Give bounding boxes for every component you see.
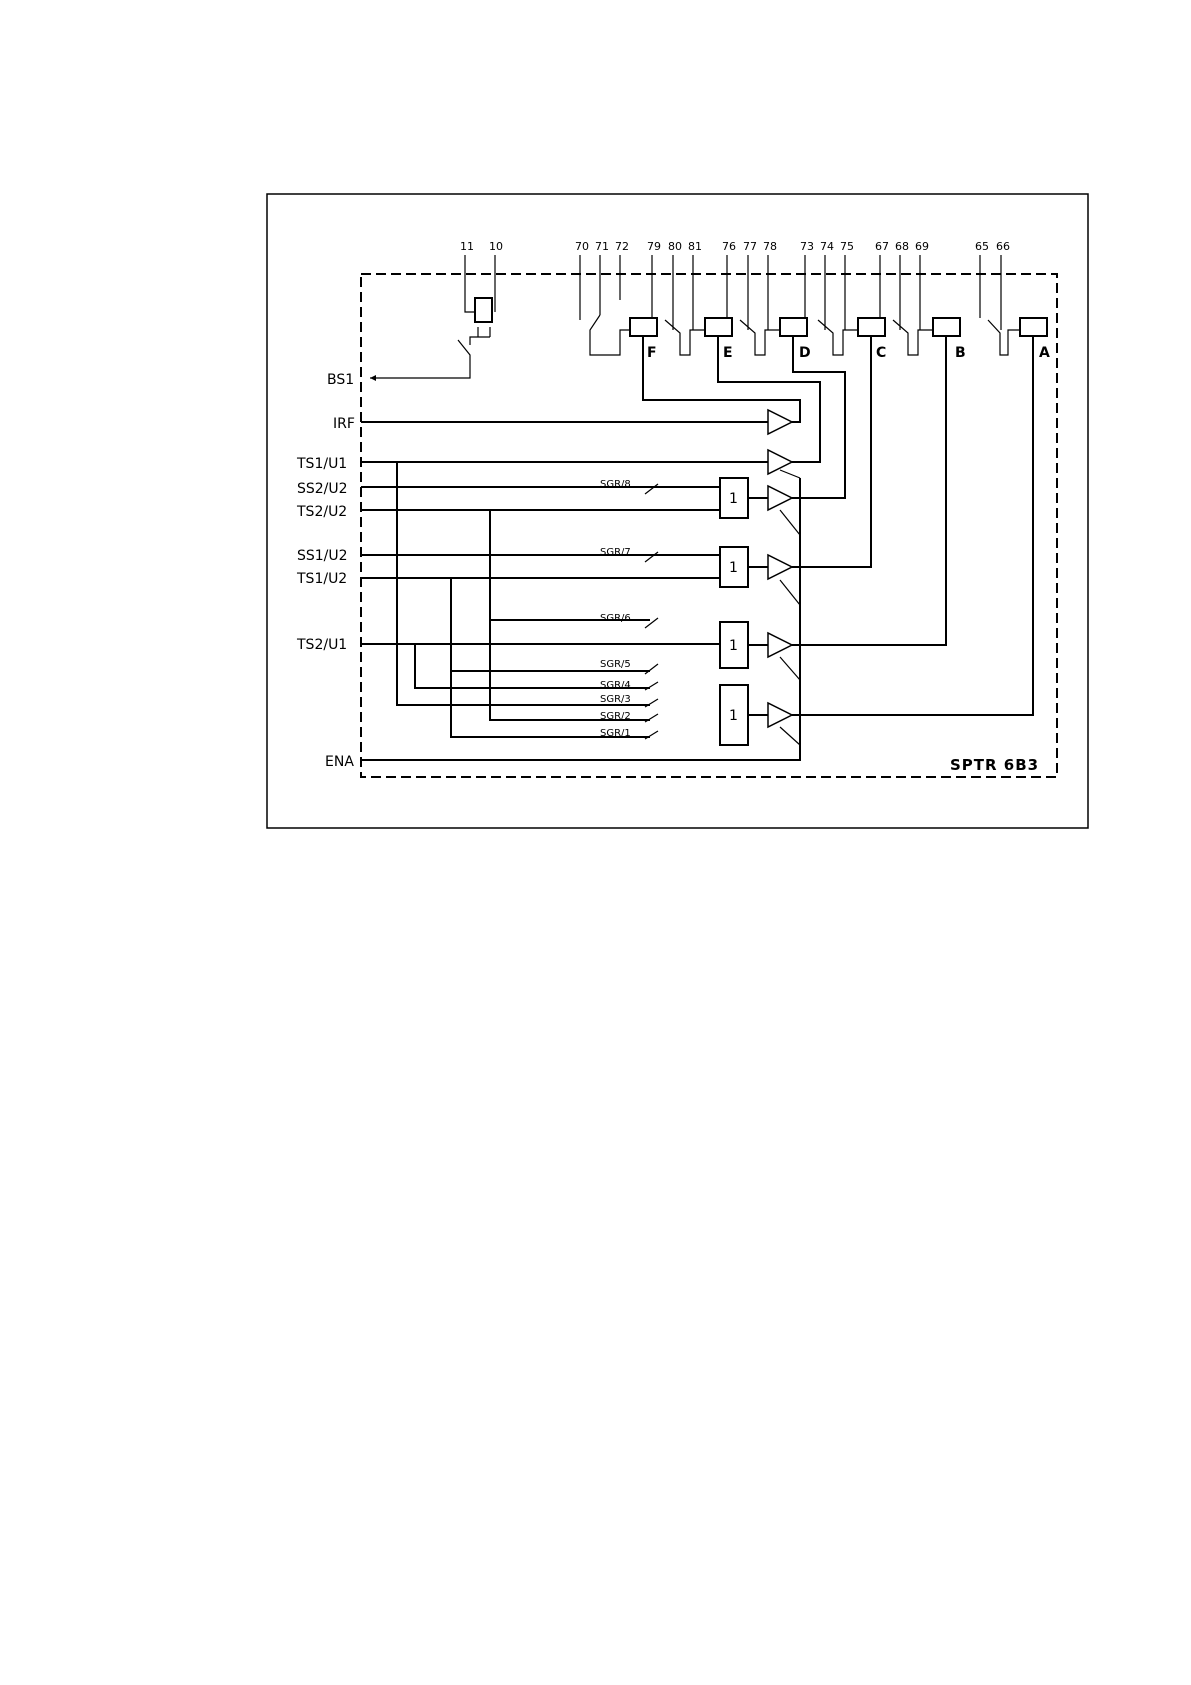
- svg-text:1: 1: [729, 638, 738, 654]
- sgr-4-label: SGR/4: [600, 680, 631, 691]
- input-signals: BS1 IRF TS1/U1 SS2/U2 TS2/U2 SS1/U2 TS1/…: [296, 372, 355, 770]
- or-gate-4: 1: [720, 685, 748, 745]
- model-label: SPTR 6B3: [950, 756, 1039, 774]
- relay-F: F: [590, 315, 657, 361]
- signal-bs1: BS1: [327, 372, 354, 388]
- relay-C: C: [818, 318, 886, 361]
- terminal-74: 74: [820, 240, 834, 253]
- signal-ts2-u1: TS2/U1: [296, 637, 347, 653]
- relay-A-coil: [1020, 318, 1047, 336]
- terminal-labels: 11 10 70 71 72 79 80 81 76 77 78 73 74 7…: [460, 240, 1010, 253]
- svg-text:1: 1: [729, 708, 738, 724]
- enable-bus: [780, 470, 800, 745]
- signal-ts2-u2: TS2/U2: [296, 504, 347, 520]
- relay-F-coil: [630, 318, 657, 336]
- relay-E-coil: [705, 318, 732, 336]
- signal-irf: IRF: [333, 416, 355, 432]
- terminal-72: 72: [615, 240, 629, 253]
- relay-E: E: [665, 318, 733, 361]
- signal-ts1-u1: TS1/U1: [296, 456, 347, 472]
- relay-A-label: A: [1039, 345, 1050, 361]
- sgr-8-label: SGR/8: [600, 479, 631, 490]
- terminal-66: 66: [996, 240, 1010, 253]
- or-gates: 1 1 1 1: [720, 478, 748, 745]
- amp-3: [768, 486, 792, 510]
- terminal-75: 75: [840, 240, 854, 253]
- terminal-11: 11: [460, 240, 474, 253]
- terminal-73: 73: [800, 240, 814, 253]
- relay-D: D: [740, 318, 811, 361]
- terminal-76: 76: [722, 240, 736, 253]
- terminal-79: 79: [647, 240, 661, 253]
- relay-B-coil: [933, 318, 960, 336]
- signal-ts1-u2: TS1/U2: [296, 571, 347, 587]
- sgr-7-label: SGR/7: [600, 547, 631, 558]
- terminal-10: 10: [489, 240, 503, 253]
- irf-relay: [370, 298, 495, 381]
- terminal-71: 71: [595, 240, 609, 253]
- sgr-2-label: SGR/2: [600, 711, 631, 722]
- amp-5: [768, 633, 792, 657]
- terminal-67: 67: [875, 240, 889, 253]
- output-amplifiers: [768, 410, 792, 727]
- svg-text:1: 1: [729, 491, 738, 507]
- or-gate-2: 1: [720, 547, 748, 587]
- terminal-81: 81: [688, 240, 702, 253]
- sgr-4: SGR/4: [600, 680, 658, 691]
- terminal-77: 77: [743, 240, 757, 253]
- sgr-switches: SGR/8 SGR/7 SGR/6 SGR/5 SGR/4 SGR/3 SGR/…: [600, 479, 658, 739]
- irf-relay-coil: [475, 298, 492, 322]
- terminal-69: 69: [915, 240, 929, 253]
- signal-ss1-u2: SS1/U2: [297, 548, 348, 564]
- relay-F-label: F: [647, 345, 657, 361]
- gate-outputs: [748, 498, 768, 715]
- amp-irf: [768, 410, 792, 434]
- output-wiring: [643, 336, 1033, 715]
- sgr-5-label: SGR/5: [600, 659, 631, 670]
- sgr-6-label: SGR/6: [600, 613, 631, 624]
- terminal-68: 68: [895, 240, 909, 253]
- svg-text:1: 1: [729, 560, 738, 576]
- relay-D-coil: [780, 318, 807, 336]
- terminal-70: 70: [575, 240, 589, 253]
- or-gate-3: 1: [720, 622, 748, 668]
- relay-A: A: [988, 318, 1050, 361]
- terminal-80: 80: [668, 240, 682, 253]
- amp-4: [768, 555, 792, 579]
- signal-ss2-u2: SS2/U2: [297, 481, 348, 497]
- relay-E-label: E: [723, 345, 733, 361]
- terminal-65: 65: [975, 240, 989, 253]
- relay-B: B: [893, 318, 966, 361]
- amp-6: [768, 703, 792, 727]
- signal-ena: ENA: [325, 754, 354, 770]
- relay-B-label: B: [955, 345, 966, 361]
- sgr-1-label: SGR/1: [600, 728, 631, 739]
- relay-C-label: C: [876, 345, 886, 361]
- relay-C-coil: [858, 318, 885, 336]
- relay-D-label: D: [799, 345, 811, 361]
- terminal-78: 78: [763, 240, 777, 253]
- sgr-3-label: SGR/3: [600, 694, 631, 705]
- or-gate-1: 1: [720, 478, 748, 518]
